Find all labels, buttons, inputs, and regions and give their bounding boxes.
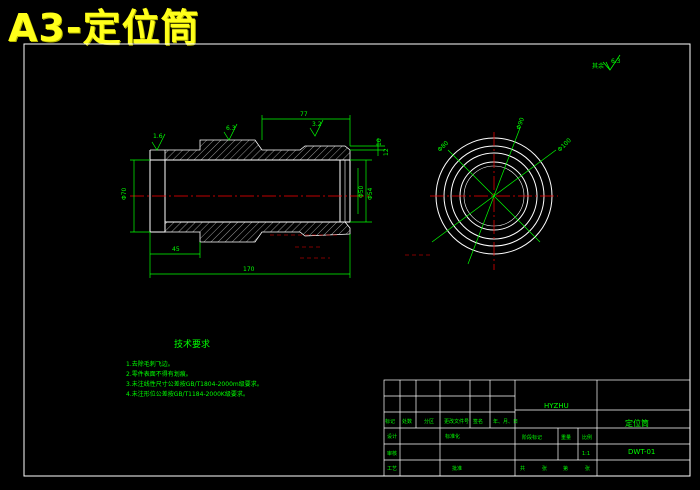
surface-finish-note-label: 其余 bbox=[592, 62, 604, 70]
tb-header-3: 更改文件号 bbox=[444, 418, 469, 425]
tb-school: HYZHU bbox=[544, 402, 569, 410]
tb-review-label: 审核 bbox=[387, 450, 397, 457]
tb-scale-label: 比例 bbox=[582, 434, 592, 441]
tb-header-2: 分区 bbox=[424, 418, 434, 425]
tb-process-label: 工艺 bbox=[387, 466, 397, 472]
tb-header-4: 签名 bbox=[473, 418, 483, 425]
dim-circle-d3: Φ100 bbox=[556, 137, 573, 154]
tb-header-5: 年、月、日 bbox=[493, 418, 518, 425]
rough-mid: 6.3 bbox=[226, 125, 236, 132]
tb-design-label: 设计 bbox=[387, 433, 397, 440]
dim-chamfer-b: 12 bbox=[383, 148, 390, 156]
dim-chamfer-a: 10 bbox=[376, 138, 383, 146]
tb-mark-label: 阶段标记 bbox=[522, 434, 542, 441]
surface-finish-note: 其余 6.3 bbox=[592, 54, 621, 71]
technical-requirement-item: 1.去除毛刺飞边。 bbox=[126, 361, 174, 368]
tb-header-0: 标记 bbox=[385, 418, 395, 425]
rough-left: 1.6 bbox=[153, 133, 163, 140]
tb-header-1: 处数 bbox=[402, 418, 412, 425]
tb-weight-label: 重量 bbox=[561, 434, 571, 441]
tb-sheet-2: 第 bbox=[563, 465, 568, 472]
tb-approve-label: 批准 bbox=[452, 465, 462, 472]
technical-requirement-item: 4.未注形位公差按GB/T1184-2000K级要求。 bbox=[126, 391, 249, 398]
tb-scale-value: 1:1 bbox=[582, 451, 590, 457]
dim-circle-d1: Φ80 bbox=[436, 140, 450, 154]
drawing-title: A3-定位筒 bbox=[8, 6, 200, 50]
dim-right-diameter-a: Φ54 bbox=[367, 187, 374, 200]
rough-right: 3.2 bbox=[312, 121, 322, 128]
tb-sheet-3: 张 bbox=[585, 465, 590, 472]
section-outline-top bbox=[149, 150, 165, 161]
dim-right-diameter-b: Φ50 bbox=[358, 185, 365, 198]
technical-requirement-item: 3.未注线性尺寸公差按GB/T1804-2000m级要求。 bbox=[126, 381, 263, 388]
technical-requirement-item: 2.零件表面不得有划痕。 bbox=[126, 371, 192, 378]
drawing-frame bbox=[23, 43, 691, 477]
tb-sheet-1: 张 bbox=[542, 465, 547, 472]
tb-sheet-0: 共 bbox=[520, 465, 525, 472]
lower-wall-section bbox=[150, 221, 351, 243]
technical-requirements-title: 技术要求 bbox=[174, 340, 211, 350]
tb-standard-label: 标准化 bbox=[445, 433, 460, 440]
dim-top-length: 77 bbox=[300, 111, 308, 118]
title-block bbox=[383, 379, 691, 477]
tb-part-name: 定位筒 bbox=[625, 418, 649, 428]
end-view: Φ80 Φ90 Φ100 bbox=[430, 117, 573, 270]
tb-drawing-no: DWT-01 bbox=[628, 448, 655, 456]
dim-left-diameter: Φ70 bbox=[121, 187, 128, 200]
dim-left-length: 45 bbox=[172, 246, 180, 253]
upper-wall-section bbox=[150, 139, 351, 161]
dim-circle-d2: Φ90 bbox=[515, 117, 526, 131]
section-view: 170 45 77 Φ70 Φ54 Φ50 10 12 1.6 6.3 3.2 bbox=[121, 111, 430, 278]
dim-overall-length: 170 bbox=[243, 266, 255, 273]
